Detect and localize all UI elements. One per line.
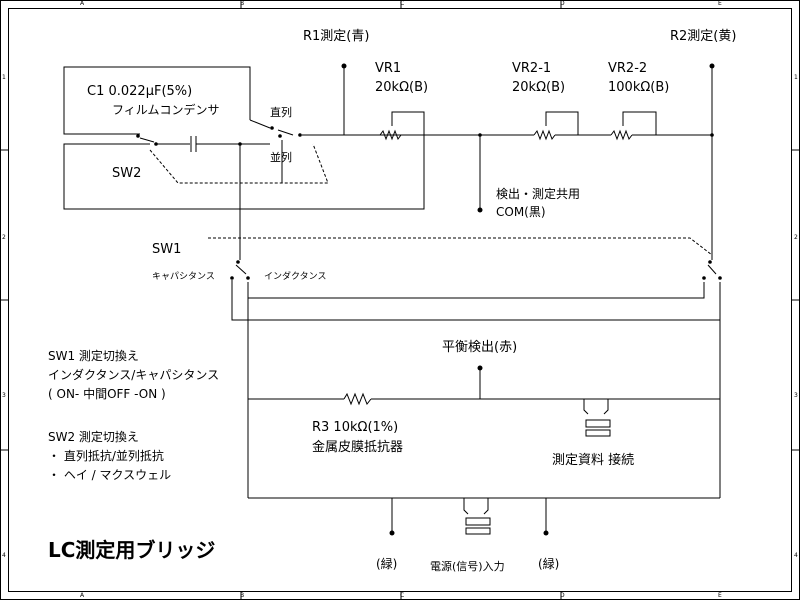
label-capacitance: キャパシタンス bbox=[152, 272, 215, 282]
row-mark-3: 3 bbox=[2, 392, 6, 399]
col-mark-d-bottom: D bbox=[560, 592, 565, 599]
label-inductance: インダクタンス bbox=[264, 272, 327, 282]
label-r3-type: 金属皮膜抵抗器 bbox=[312, 440, 404, 455]
note-sw2-title: SW2 測定切換え bbox=[48, 430, 139, 444]
label-vr1-value: 20kΩ(B) bbox=[375, 80, 429, 95]
label-c1: C1 0.022μF(5%) bbox=[87, 84, 193, 99]
label-vr2-2: VR2-2 bbox=[608, 61, 648, 76]
label-green-right: (緑) bbox=[538, 557, 560, 571]
col-mark-e-bottom: E bbox=[718, 592, 722, 599]
frame-inner bbox=[8, 8, 792, 592]
label-sw2: SW2 bbox=[112, 166, 142, 181]
col-mark-c: C bbox=[400, 0, 405, 7]
sw2-linkage bbox=[149, 143, 329, 184]
col-mark-c-bottom: C bbox=[400, 592, 405, 599]
row-mark-1: 1 bbox=[2, 74, 6, 81]
label-c1-type: フィルムコンデンサ bbox=[112, 103, 220, 117]
col-mark-b: B bbox=[240, 0, 245, 7]
note-sw1-title: SW1 測定切換え bbox=[48, 349, 139, 363]
wire-lower-loop bbox=[63, 135, 425, 210]
label-vr2-1: VR2-1 bbox=[512, 61, 552, 76]
col-mark-a: A bbox=[80, 0, 85, 7]
col-mark-b-bottom: B bbox=[240, 592, 245, 599]
label-power-in: 電源(信号)入力 bbox=[430, 560, 505, 573]
wire-series bbox=[249, 119, 271, 129]
label-green-left: (緑) bbox=[376, 557, 398, 571]
row-mark-4-right: 4 bbox=[794, 552, 798, 559]
row-mark-2: 2 bbox=[2, 234, 6, 241]
sw2-blade-2 bbox=[277, 129, 294, 136]
label-parallel: 並列 bbox=[270, 151, 292, 164]
label-com2: COM(黒) bbox=[496, 205, 546, 219]
page-title: LC測定用ブリッジ bbox=[48, 538, 216, 562]
label-vr2-2-value: 100kΩ(B) bbox=[608, 80, 670, 95]
label-balance: 平衡検出(赤) bbox=[442, 340, 518, 355]
label-dut: 測定資料 接続 bbox=[552, 453, 635, 468]
col-mark-d: D bbox=[560, 0, 565, 7]
label-com: 検出・測定共用 bbox=[496, 187, 581, 201]
vr1-wiper bbox=[391, 111, 425, 135]
label-r2-measure: R2測定(黄) bbox=[670, 29, 737, 44]
label-sw1: SW1 bbox=[152, 242, 182, 257]
label-r3: R3 10kΩ(1%) bbox=[312, 420, 399, 435]
label-r1-measure: R1測定(青) bbox=[303, 29, 370, 44]
sw1-linkage bbox=[208, 237, 713, 256]
note-sw1-line2: ( ON- 中間OFF -ON ) bbox=[48, 387, 166, 401]
note-sw2-line1: ・ 直列抵抗/並列抵抗 bbox=[48, 449, 164, 463]
row-mark-4: 4 bbox=[2, 552, 6, 559]
row-mark-2-right: 2 bbox=[794, 234, 798, 241]
terminal-balance bbox=[477, 365, 483, 371]
label-series: 直列 bbox=[270, 106, 292, 119]
vr1-zigzag bbox=[379, 129, 402, 141]
label-vr2-1-value: 20kΩ(B) bbox=[512, 80, 566, 95]
col-mark-e: E bbox=[718, 0, 722, 7]
wire-upper-loop bbox=[63, 66, 251, 135]
label-vr1: VR1 bbox=[375, 61, 402, 76]
row-mark-3-right: 3 bbox=[794, 392, 798, 399]
note-sw2-line2: ・ ヘイ / マクスウェル bbox=[48, 468, 172, 482]
row-mark-1-right: 1 bbox=[794, 74, 798, 81]
terminal-green-right bbox=[543, 530, 549, 536]
note-sw1-line1: インダクタンス/キャパシタンス bbox=[48, 368, 220, 382]
terminal-r1 bbox=[341, 63, 347, 69]
col-mark-a-bottom: A bbox=[80, 592, 85, 599]
terminal-green-left bbox=[389, 530, 395, 536]
sw2-blade bbox=[139, 137, 155, 143]
terminal-com bbox=[477, 207, 483, 213]
terminal-r2 bbox=[709, 63, 715, 69]
